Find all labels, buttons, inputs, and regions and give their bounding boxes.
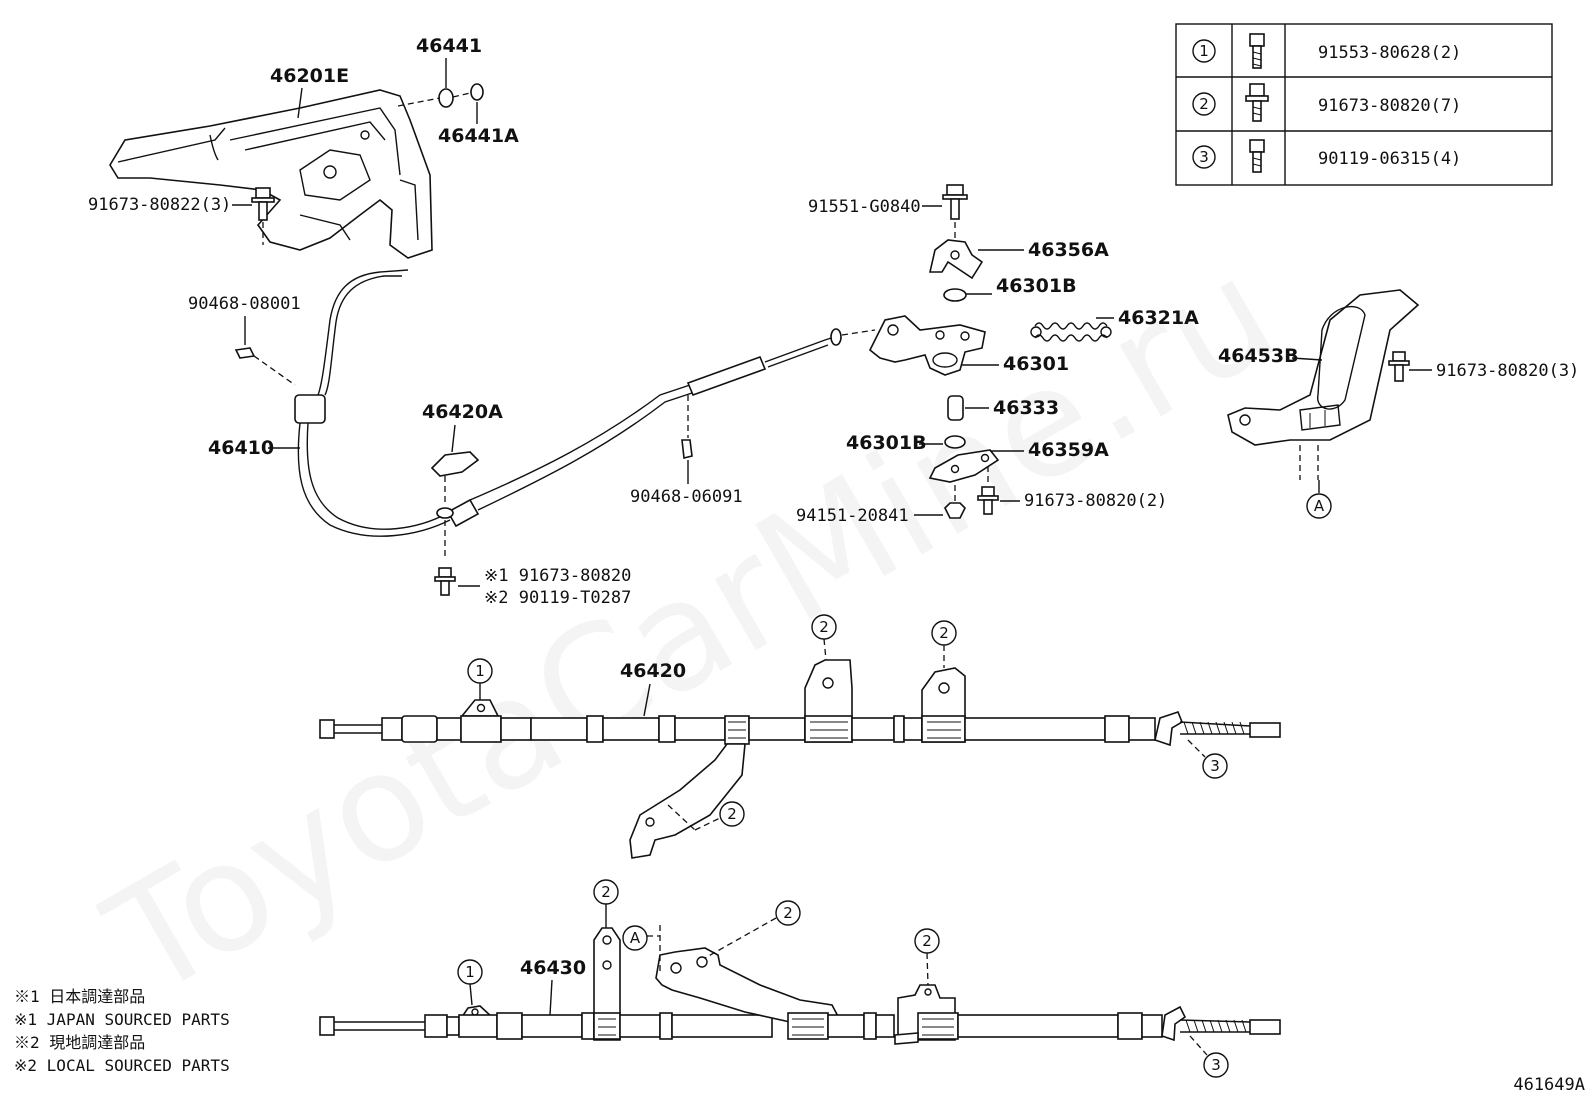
legend-part-number: 91553-80628(2) xyxy=(1318,43,1461,63)
label-46420A: 46420A xyxy=(422,401,503,423)
label-46430: 46430 xyxy=(520,957,586,979)
collar-46333 xyxy=(947,395,964,421)
bolt-91673-80820-3 xyxy=(1388,351,1410,382)
equalizer-46301 xyxy=(868,315,986,376)
ref-number: 2 xyxy=(819,618,829,636)
label-46321A: 46321A xyxy=(1118,307,1199,329)
label-90468-08001: 90468-08001 xyxy=(188,294,301,314)
fastener-legend-table: 1 91553-80628(2) 2 91673-80820(7) 3 xyxy=(1175,23,1553,186)
label-91673-80820-3: 91673-80820(3) xyxy=(1436,361,1579,381)
ref-number: 2 xyxy=(727,805,737,823)
brake-lever-assembly xyxy=(109,89,433,259)
ref-number: 3 xyxy=(1199,148,1209,166)
clip-90468-08001 xyxy=(234,347,296,386)
rear-cable-46430 xyxy=(319,927,1281,1045)
footnote-2-en: ※2 LOCAL SOURCED PARTS xyxy=(14,1056,230,1075)
footnote-1-en: ※1 JAPAN SOURCED PARTS xyxy=(14,1010,230,1029)
ref-number: 1 xyxy=(465,963,475,981)
bracket-46420A xyxy=(430,451,480,560)
label-note1-part: ※1 91673-80820 xyxy=(484,566,631,586)
flange-bolt-icon xyxy=(1245,83,1269,122)
diagram-id: 461649A xyxy=(1513,1075,1585,1095)
footnote-2-jp: ※2 現地調達部品 xyxy=(14,1033,145,1052)
label-46420: 46420 xyxy=(620,660,686,682)
rear-cable-46420 xyxy=(319,659,1281,859)
ref-circle-2 xyxy=(1192,92,1216,116)
ref-circles-middle: 1 2 2 2 3 xyxy=(467,614,1228,827)
bracket-46356A xyxy=(928,239,984,280)
ref-circle-A-right: A xyxy=(1306,480,1332,519)
screw-icon xyxy=(1249,33,1265,69)
ref-number: 2 xyxy=(783,904,793,922)
ref-number: 2 xyxy=(1199,95,1209,113)
bushing-46301B-bottom xyxy=(944,435,966,449)
label-46201E: 46201E xyxy=(270,65,349,87)
clip-90468-06091 xyxy=(681,395,693,459)
legend-row-1: 1 91553-80628(2) xyxy=(1192,33,1461,69)
front-cable-46410 xyxy=(294,269,876,537)
ref-number: 2 xyxy=(939,624,949,642)
bolt-91673-80822 xyxy=(251,187,275,245)
label-46301B-bottom: 46301B xyxy=(846,432,927,454)
footnote-1-jp: ※1 日本調達部品 xyxy=(14,987,145,1006)
label-46356A: 46356A xyxy=(1028,239,1109,261)
bushing-46301B-top xyxy=(943,288,967,302)
label-46441: 46441 xyxy=(416,35,482,57)
label-46333: 46333 xyxy=(993,397,1059,419)
footnotes: ※1 日本調達部品 ※1 JAPAN SOURCED PARTS ※2 現地調達… xyxy=(14,987,230,1075)
bolt-91551-G0840 xyxy=(942,184,968,240)
label-46301: 46301 xyxy=(1003,353,1069,375)
bolt-91673-80820-n1 xyxy=(434,567,456,596)
bracket-46359A xyxy=(928,449,1000,483)
label-note2-part: ※2 90119-T0287 xyxy=(484,588,631,608)
label-91673-80822: 91673-80822(3) xyxy=(88,195,231,215)
legend-row-3: 3 90119-06315(4) xyxy=(1192,139,1461,173)
ref-number: 2 xyxy=(601,883,611,901)
legend-part-number: 90119-06315(4) xyxy=(1318,149,1461,169)
ref-number: 1 xyxy=(475,662,485,680)
legend-part-number: 91673-80820(7) xyxy=(1318,96,1461,116)
grommet-46441 xyxy=(397,83,484,108)
label-94151-20841: 94151-20841 xyxy=(796,506,909,526)
label-46441A: 46441A xyxy=(438,125,519,147)
label-46359A: 46359A xyxy=(1028,439,1109,461)
label-46453B: 46453B xyxy=(1218,345,1299,367)
label-91551-G0840: 91551-G0840 xyxy=(808,197,921,217)
label-91673-80820-2: 91673-80820(2) xyxy=(1024,491,1167,511)
ref-circle-3 xyxy=(1192,145,1216,169)
bracket-46453B xyxy=(1227,289,1420,480)
nut-94151-20841 xyxy=(944,485,966,519)
ref-letter: A xyxy=(1314,497,1325,515)
legend-row-2: 2 91673-80820(7) xyxy=(1192,83,1461,122)
ref-letter: A xyxy=(630,929,641,947)
watermark: ToyotaCarMine.ru xyxy=(80,225,1303,1031)
label-46410: 46410 xyxy=(208,437,274,459)
ref-number: 1 xyxy=(1199,42,1209,60)
ref-circle-1 xyxy=(1192,39,1216,63)
label-90468-06091: 90468-06091 xyxy=(630,487,743,507)
ref-number: 2 xyxy=(922,932,932,950)
ref-number: 3 xyxy=(1210,757,1220,775)
ref-circles-bottom: 1 2 A 2 2 3 xyxy=(457,879,1229,1078)
bolt-91673-80820-2 xyxy=(977,466,999,515)
label-46301B-top: 46301B xyxy=(996,275,1077,297)
bolt-icon xyxy=(1249,139,1265,173)
spring-46321A xyxy=(1030,322,1112,342)
ref-number: 3 xyxy=(1211,1056,1221,1074)
